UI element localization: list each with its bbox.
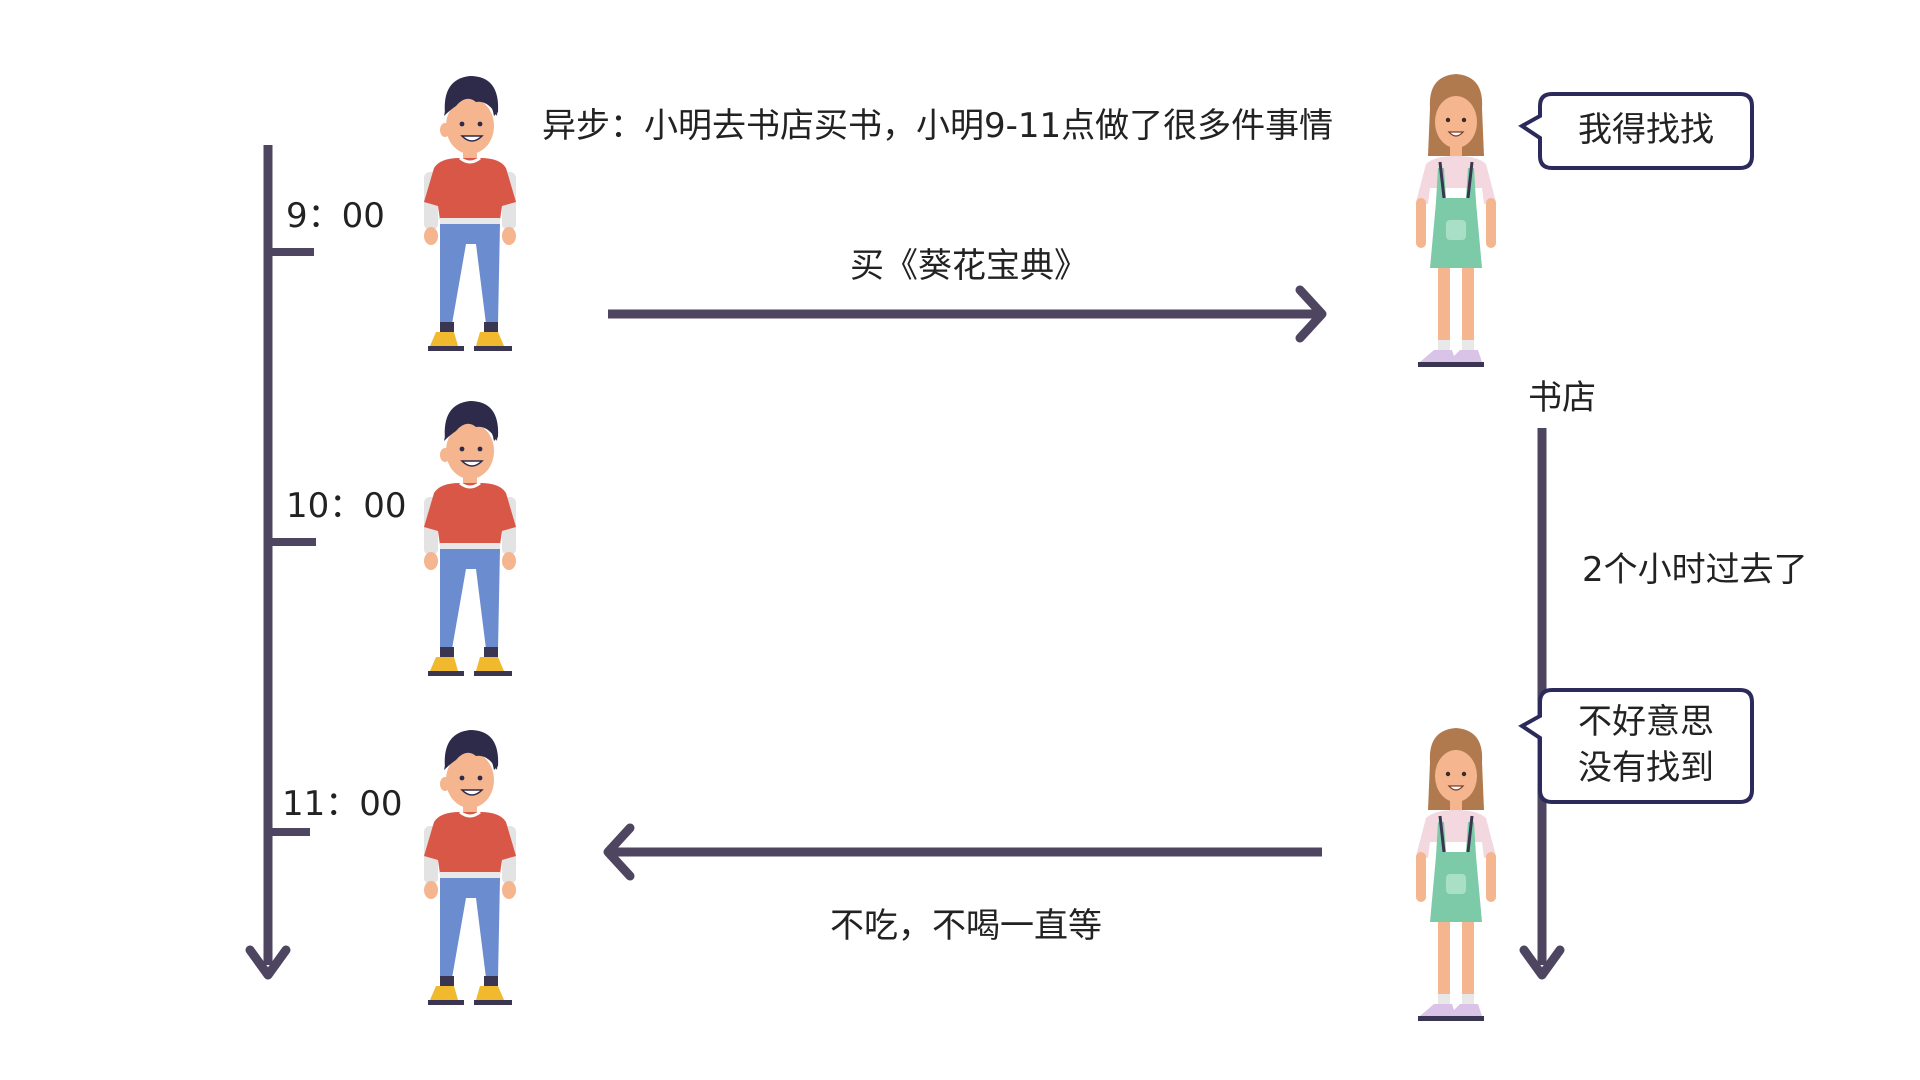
diagram-title: 异步：小明去书店买书，小明9-11点做了很多件事情 <box>542 106 1334 146</box>
request-label: 买《葵花宝典》 <box>850 246 1088 286</box>
boy-figure-10 <box>422 399 518 678</box>
speech-bubble-1-text: 我得找找 <box>1540 94 1752 168</box>
tick-label-10: 10：00 <box>286 486 407 526</box>
boy-figure-9 <box>422 74 518 353</box>
boy-figure-11 <box>422 728 518 1007</box>
request-arrow <box>608 285 1327 343</box>
tick-label-11: 11：00 <box>282 784 403 824</box>
speech-bubble-2 <box>1518 688 1754 804</box>
bubble-1-line: 我得找找 <box>1578 110 1714 151</box>
bubble-2-line-2: 没有找到 <box>1578 748 1714 788</box>
waiting-label: 不吃，不喝一直等 <box>830 906 1102 946</box>
timeline <box>245 145 316 980</box>
elapsed-label: 2个小时过去了 <box>1582 550 1808 590</box>
timeline-arrowhead <box>245 945 291 980</box>
clerk-figure-bottom <box>1414 726 1498 1023</box>
clerk-figure-top <box>1414 72 1498 369</box>
tick-label-9: 9：00 <box>286 196 385 236</box>
response-arrow <box>603 823 1322 881</box>
store-label: 书店 <box>1528 378 1596 418</box>
speech-bubble-1 <box>1518 92 1754 170</box>
bubble-2-line-1: 不好意思 <box>1578 702 1714 743</box>
store-arrowhead <box>1519 945 1565 980</box>
speech-bubble-2-text: 不好意思 没有找到 <box>1540 690 1752 802</box>
